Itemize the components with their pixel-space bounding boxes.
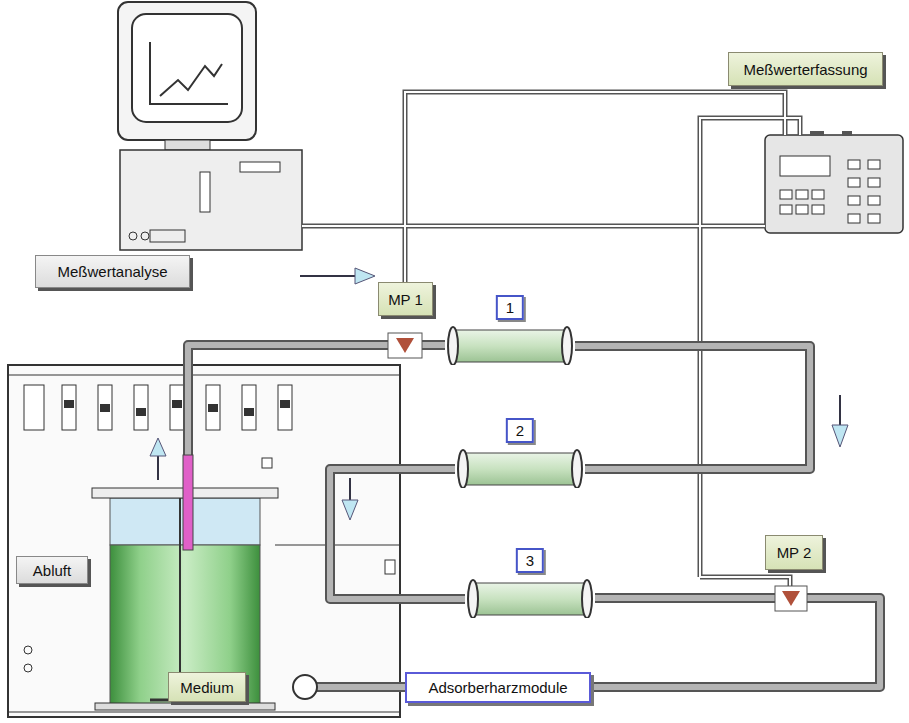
label-box: Meßwerterfassung (728, 52, 883, 86)
label-text: Adsorberharzmodule (428, 679, 567, 696)
callout-number: 3 (516, 548, 544, 573)
label-text: Medium (180, 679, 233, 696)
rotameter-float (244, 408, 254, 416)
tube (575, 346, 810, 469)
label-text: Meßwertanalyse (57, 263, 167, 280)
rotameter (98, 385, 112, 430)
tube-pink (183, 455, 193, 550)
fermenter-cabinet (8, 365, 400, 717)
adsorber-module: 2 (455, 418, 585, 488)
label-text: Meßwerterfassung (743, 61, 867, 78)
tube (188, 345, 880, 687)
rotameter-float (136, 408, 146, 416)
rotameter-float (64, 400, 74, 408)
rotameter (170, 385, 184, 430)
monitor (118, 2, 302, 250)
label-box: Meßwertanalyse (35, 255, 190, 288)
rotameter (206, 385, 220, 430)
rotameter (278, 385, 292, 430)
rotameter (62, 385, 76, 430)
tube-outline (188, 345, 880, 687)
label-box: Medium (168, 672, 246, 702)
tube-connector (575, 346, 810, 469)
label-text: MP 1 (388, 291, 423, 308)
label-box: Abluft (16, 556, 88, 584)
label-text: MP 2 (777, 544, 812, 561)
tube (575, 346, 810, 469)
adsorber-module: 1 (445, 295, 575, 365)
adsorber-module: 3 (465, 548, 595, 618)
rotameter-float (172, 400, 182, 408)
label-box: MP 2 (765, 535, 823, 570)
tube (330, 469, 465, 599)
data-logger (765, 131, 903, 233)
callout-number: 1 (496, 295, 524, 320)
rotameter (242, 385, 256, 430)
tube-connector (330, 469, 465, 599)
tube (330, 469, 465, 599)
rotameter-float (280, 400, 290, 408)
label-box: Adsorberharzmodule (405, 672, 591, 703)
label-box: MP 1 (378, 282, 433, 316)
flow-arrow (150, 268, 848, 520)
label-text: Abluft (33, 562, 71, 579)
rotameter (134, 385, 148, 430)
rotameter-float (100, 404, 110, 412)
rotameter-float (208, 404, 218, 412)
pump (293, 675, 317, 699)
callout-number: 2 (506, 418, 534, 443)
